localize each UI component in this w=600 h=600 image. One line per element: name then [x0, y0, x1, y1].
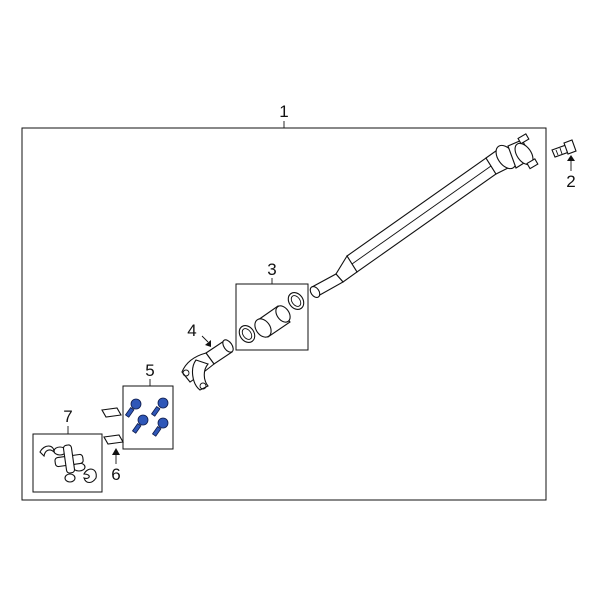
bolt-set: 5 — [122, 361, 174, 450]
callout-1-label: 1 — [279, 102, 288, 121]
boot-kit: 3 — [235, 260, 309, 351]
blue-bolt — [151, 417, 169, 437]
blue-bolt — [124, 398, 142, 418]
callout-7-label: 7 — [63, 407, 72, 426]
pads: 6 — [101, 407, 124, 484]
callout-2-label: 2 — [566, 172, 575, 191]
flange-bolt: 2 — [551, 139, 577, 191]
drive-shaft — [309, 133, 539, 298]
callout-3-label: 3 — [267, 260, 276, 279]
callout-1: 1 — [279, 102, 289, 128]
blue-bolt — [131, 414, 149, 434]
blue-bolt — [150, 397, 169, 417]
callout-5-label: 5 — [145, 361, 154, 380]
callout-4-label: 4 — [187, 321, 196, 340]
u-joint-kit: 7 — [32, 407, 103, 493]
slip-yoke: 4 — [181, 321, 234, 391]
callout-6-label: 6 — [111, 465, 120, 484]
